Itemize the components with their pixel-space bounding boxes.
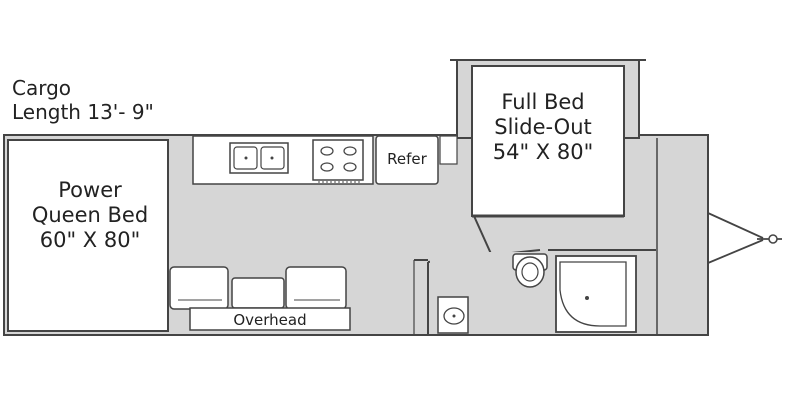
toilet-icon [512, 253, 548, 288]
full-bed-size: 54" X 80" [492, 140, 594, 165]
shower-icon [555, 255, 637, 333]
overhead-label: Overhead [190, 311, 350, 329]
cargo-title: Cargo [12, 76, 72, 100]
double-sink-icon [229, 142, 289, 174]
refrigerator [375, 135, 439, 185]
stove-icon [312, 139, 364, 183]
queen-bed-line-1: Power [58, 178, 122, 202]
refer-label: Refer [376, 150, 438, 168]
dinette [169, 266, 347, 310]
overhead-text: Overhead [233, 311, 307, 329]
full-bed-line-2: Slide-Out [494, 115, 592, 140]
side-cabinet [439, 135, 458, 165]
cargo-length-label: Cargo Length 13'- 9" [12, 76, 154, 124]
cargo-length: Length 13'- 9" [12, 100, 154, 124]
queen-bed-size: 60" X 80" [39, 228, 141, 253]
full-bed [471, 65, 625, 217]
full-bed-label: Full Bed Slide-Out 54" X 80" [475, 90, 611, 166]
overhead-cabinet [189, 307, 351, 331]
queen-bed-line-2: Queen Bed [31, 203, 149, 228]
full-bed-line-1: Full Bed [501, 90, 585, 114]
bathroom-sink-icon [437, 296, 469, 334]
hitch-icon [707, 212, 782, 264]
refer-text: Refer [387, 150, 427, 168]
queen-bed-label: Power Queen Bed 60" X 80" [18, 178, 162, 254]
queen-bed [7, 139, 169, 332]
